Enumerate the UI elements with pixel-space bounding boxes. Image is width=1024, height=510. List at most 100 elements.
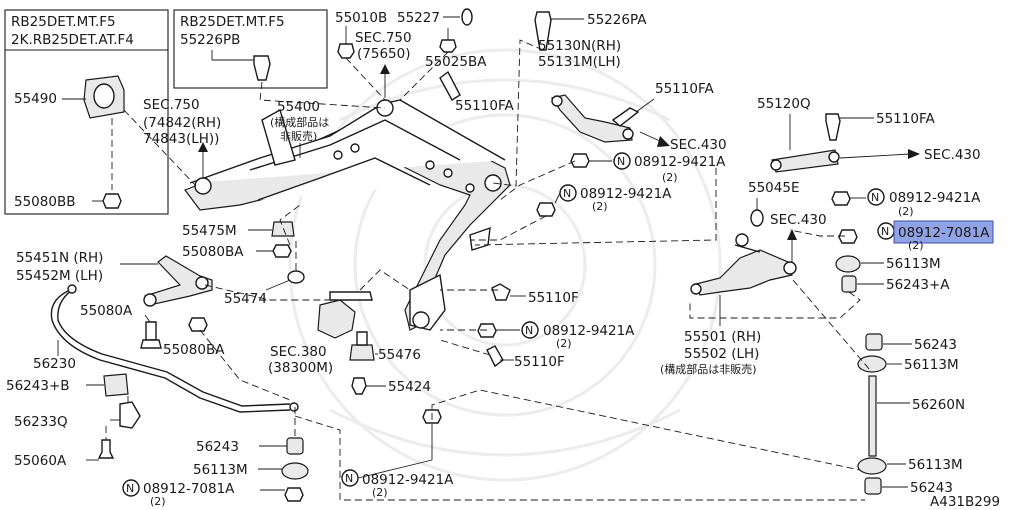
n-marker-e bbox=[521, 321, 539, 339]
n-marker-d-text: N bbox=[881, 225, 889, 238]
qty-d: (2) bbox=[908, 239, 924, 252]
part-55226PB-label: 55226PB bbox=[180, 32, 240, 48]
nut-55080BA-a bbox=[272, 244, 292, 258]
bushing-56243A bbox=[841, 275, 857, 293]
bolt-55060A bbox=[97, 439, 115, 459]
qty-f: (2) bbox=[150, 495, 166, 508]
bushing-56243-b bbox=[286, 437, 304, 455]
part-56260N-label: 56260N bbox=[912, 397, 965, 413]
n-marker-b-text: N bbox=[871, 191, 879, 204]
qty-a: (2) bbox=[662, 171, 678, 184]
part-55025BA-label: 55025BA bbox=[425, 54, 487, 70]
insulator-56113M-b bbox=[857, 355, 887, 373]
washer-55227 bbox=[461, 8, 473, 26]
part-56230-label: 56230 bbox=[33, 356, 76, 372]
part-55110F-b-label: 55110F bbox=[514, 354, 565, 370]
n-marker-b bbox=[867, 188, 885, 206]
highlight-box bbox=[893, 220, 994, 244]
bolt-55226PB bbox=[253, 55, 271, 81]
figure-code: A431B299 bbox=[930, 494, 1000, 510]
nut-08912-9421A-b bbox=[831, 191, 851, 206]
variant-box-left: RB25DET.MT.F5 2K.RB25DET.AT.F4 55490 550… bbox=[4, 9, 169, 215]
part-55227-label: 55227 bbox=[397, 10, 440, 26]
sec750-b-line1: (75650) bbox=[357, 46, 410, 62]
nut-55080BB bbox=[102, 193, 122, 209]
part-56113M-a-label: 56113M bbox=[886, 256, 941, 272]
arm-55120Q bbox=[771, 149, 839, 173]
part-08912-9421A-e-label: 08912-9421A bbox=[543, 323, 635, 339]
part-55110FA-c-label: 55110FA bbox=[876, 111, 935, 127]
part-55131M-label: 55131M(LH) bbox=[538, 54, 621, 70]
bolt-55424 bbox=[351, 377, 367, 395]
part-55502-label: 55502 (LH) bbox=[684, 346, 759, 362]
bracket-56233Q bbox=[119, 401, 141, 429]
part-55490-label: 55490 bbox=[14, 91, 57, 107]
variant-label-3: RB25DET.MT.F5 bbox=[180, 14, 285, 30]
nut-55010B bbox=[337, 43, 355, 59]
bolt-55226PA bbox=[534, 11, 552, 51]
n-marker-f-text: N bbox=[126, 482, 134, 495]
part-55045E-label: 55045E bbox=[748, 180, 799, 196]
n-marker-f bbox=[122, 479, 140, 497]
mount-55475M bbox=[271, 221, 295, 237]
part-55501-label: 55501 (RH) bbox=[684, 329, 761, 345]
part-55475M-label: 55475M bbox=[182, 223, 237, 239]
sec750-b-label: SEC.750 bbox=[355, 30, 412, 46]
part-08912-9421A-c-label: 08912-9421A bbox=[580, 186, 672, 202]
bolt-55110FA-a bbox=[439, 70, 461, 101]
qty-g: (2) bbox=[372, 486, 388, 499]
sec750-a-label: SEC.750 bbox=[143, 97, 200, 113]
note1-line2: 非販売) bbox=[280, 130, 317, 143]
n-marker-e-text: N bbox=[525, 324, 533, 337]
sec430-a-label: SEC.430 bbox=[670, 137, 727, 153]
note1-line1: (構成部品は bbox=[270, 115, 329, 129]
nut-55080BA-b bbox=[188, 317, 208, 332]
bushing-56243-c bbox=[864, 477, 882, 495]
part-55120Q-label: 55120Q bbox=[757, 96, 811, 112]
washer-55474 bbox=[287, 270, 305, 284]
part-55424-label: 55424 bbox=[388, 379, 431, 395]
rod-56260N bbox=[868, 375, 877, 457]
part-56233Q-label: 56233Q bbox=[14, 414, 68, 430]
qty-b: (2) bbox=[898, 205, 914, 218]
part-08912-7081A-f-label: 08912-7081A bbox=[143, 481, 235, 497]
part-55080BA-a-label: 55080BA bbox=[182, 244, 244, 260]
subframe-55400 bbox=[184, 99, 511, 331]
part-56243A-label: 56243+A bbox=[886, 277, 950, 293]
part-56243-b-label: 56243 bbox=[196, 439, 239, 455]
qty-e: (2) bbox=[556, 337, 572, 350]
part-55080A-label: 55080A bbox=[80, 303, 133, 319]
dashed-assembly-lines bbox=[105, 39, 871, 501]
part-55110FA-a-label: 55110FA bbox=[455, 98, 514, 114]
bushing-56243-a bbox=[865, 333, 883, 351]
bolt-55110F-b bbox=[486, 345, 504, 368]
part-55451N-label: 55451N (RH) bbox=[16, 250, 103, 266]
nut-08912-7081A-f bbox=[284, 487, 304, 502]
part-08912-7081A-d-label[interactable]: 08912-7081A bbox=[898, 225, 990, 241]
lower-link-55451N bbox=[144, 255, 213, 306]
n-marker-a-text: N bbox=[617, 155, 625, 168]
washer-55045E bbox=[750, 209, 764, 227]
bolt-55110FA-c bbox=[825, 113, 841, 141]
part-08912-9421A-g-label: 08912-9421A bbox=[362, 472, 454, 488]
part-55452M-label: 55452M (LH) bbox=[16, 268, 103, 284]
part-55110FA-b-label: 55110FA bbox=[655, 81, 714, 97]
part-56243-a-label: 56243 bbox=[914, 337, 957, 353]
nut-08912-9421A-a bbox=[570, 153, 590, 168]
nut-08912-7081A-d bbox=[838, 229, 858, 244]
part-08912-9421A-b-label: 08912-9421A bbox=[889, 190, 981, 206]
bolt-55110F-a bbox=[491, 283, 511, 301]
nut-55025BA bbox=[439, 39, 457, 53]
variant-label-2: 2K.RB25DET.AT.F4 bbox=[11, 32, 134, 48]
part-08912-9421A-a-label: 08912-9421A bbox=[634, 154, 726, 170]
sec430-c-label: SEC.430 bbox=[770, 212, 827, 228]
bolt-55080A bbox=[145, 321, 157, 341]
part-55010B-label: 55010B bbox=[335, 10, 387, 26]
part-55110F-a-label: 55110F bbox=[528, 290, 579, 306]
sec750-a-line1: (74842(RH) bbox=[143, 115, 221, 131]
nut-08912-9421A-e bbox=[477, 323, 497, 338]
part-55476-label: 55476 bbox=[378, 347, 421, 363]
part-55400-label: 55400 bbox=[277, 99, 320, 115]
insulator-56113M-a bbox=[835, 255, 861, 273]
